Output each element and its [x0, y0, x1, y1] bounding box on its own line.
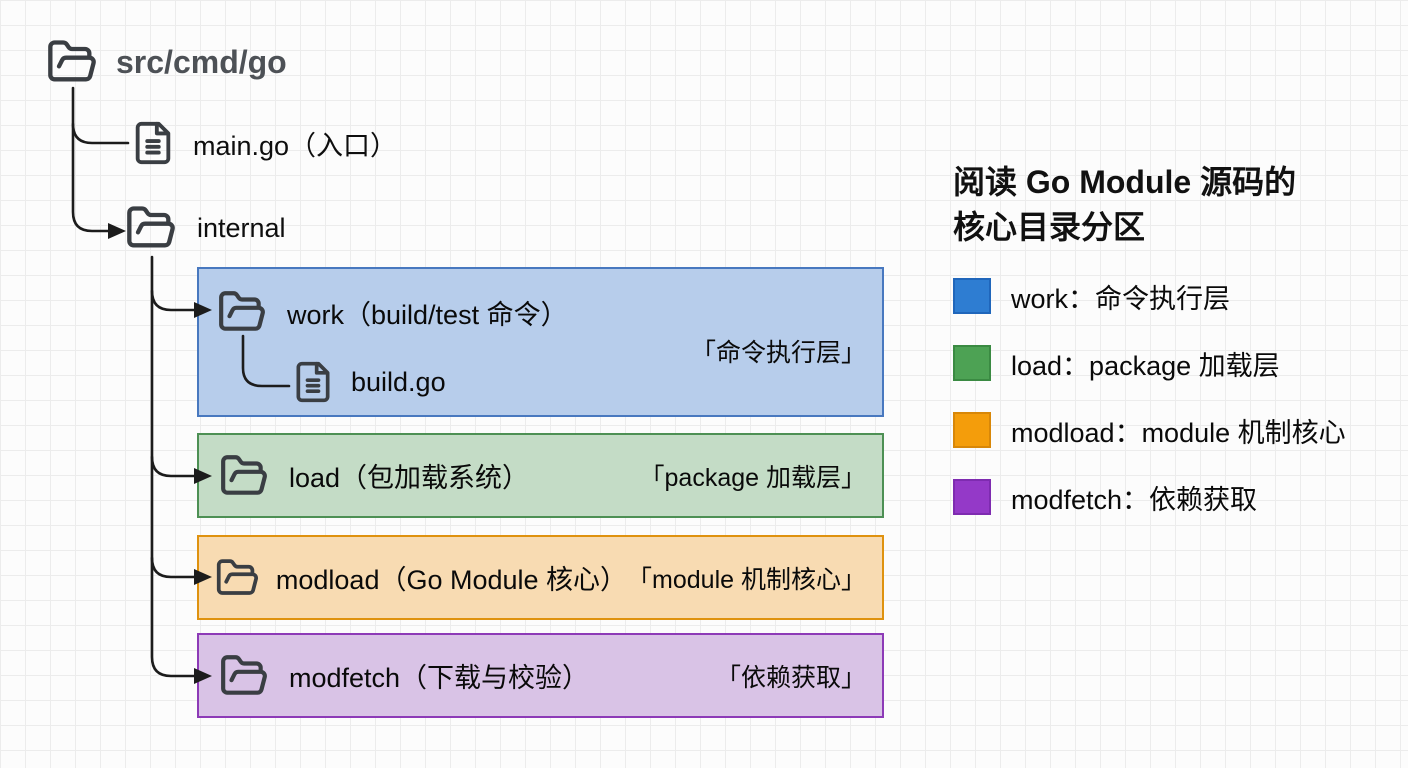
work-label: work（build/test 命令） — [287, 299, 568, 330]
legend-item-load: load：package 加载层 — [953, 345, 1346, 381]
load-layer-tag: 「package 加载层」 — [639, 463, 866, 492]
file-icon — [130, 117, 176, 169]
title-line-1: 阅读 Go Module 源码的 — [953, 164, 1297, 200]
legend-label-work: work：命令执行层 — [1011, 283, 1231, 314]
legend-swatch-work — [953, 278, 991, 314]
folder-icon — [42, 36, 102, 88]
side-panel: 阅读 Go Module 源码的 核心目录分区 work：命令执行层 load：… — [953, 160, 1346, 546]
node-src-cmd-go: src/cmd/go — [42, 36, 287, 88]
main-go-label: main.go（入口） — [193, 130, 398, 161]
folder-icon — [215, 553, 260, 603]
legend-label-modfetch: modfetch：依赖获取 — [1011, 484, 1258, 515]
box-modfetch: modfetch（下载与校验） 「依赖获取」 — [197, 633, 884, 718]
panel-title: 阅读 Go Module 源码的 核心目录分区 — [953, 160, 1346, 250]
node-main-go: main.go（入口） — [130, 117, 397, 169]
load-label: load（包加载系统） — [289, 463, 530, 493]
legend: work：命令执行层 load：package 加载层 modload：modu… — [953, 278, 1346, 515]
folder-icon — [122, 202, 180, 254]
modfetch-label: modfetch（下载与校验） — [289, 663, 590, 693]
legend-label-modload: modload：module 机制核心 — [1011, 417, 1346, 448]
box-modload: modload（Go Module 核心） 「module 机制核心」 — [197, 535, 884, 620]
modfetch-layer-tag: 「依赖获取」 — [715, 663, 866, 692]
folder-icon — [215, 451, 273, 501]
folder-icon — [215, 651, 273, 701]
build-go-label: build.go — [351, 366, 446, 397]
legend-label-load: load：package 加载层 — [1011, 350, 1280, 381]
folder-icon — [213, 287, 271, 337]
legend-item-modload: modload：module 机制核心 — [953, 412, 1346, 448]
legend-item-work: work：命令执行层 — [953, 278, 1346, 314]
box-load: load（包加载系统） 「package 加载层」 — [197, 433, 884, 518]
work-layer-tag: 「命令执行层」 — [690, 339, 866, 367]
root-folder-label: src/cmd/go — [116, 43, 287, 80]
work-folder-row: work（build/test 命令） — [213, 287, 568, 337]
node-internal: internal — [122, 202, 286, 254]
connector-internal-to-work — [150, 289, 196, 312]
legend-item-modfetch: modfetch：依赖获取 — [953, 479, 1346, 515]
box-work: work（build/test 命令） 「命令执行层」 build.go — [197, 267, 884, 417]
connector-internal-to-modfetch — [150, 255, 196, 678]
file-icon — [291, 357, 335, 407]
connector-root-to-main — [71, 122, 130, 145]
connector-root-to-internal — [71, 86, 112, 233]
legend-swatch-modfetch — [953, 479, 991, 515]
build-go-row: build.go — [291, 357, 446, 407]
title-line-2: 核心目录分区 — [953, 209, 1146, 245]
modload-layer-tag: 「module 机制核心」 — [627, 565, 866, 594]
modload-label: modload（Go Module 核心） — [275, 565, 628, 595]
legend-swatch-load — [953, 345, 991, 381]
internal-label: internal — [197, 212, 286, 243]
legend-swatch-modload — [953, 412, 991, 448]
connector-internal-to-modload — [150, 556, 196, 579]
connector-internal-to-load — [150, 455, 196, 478]
